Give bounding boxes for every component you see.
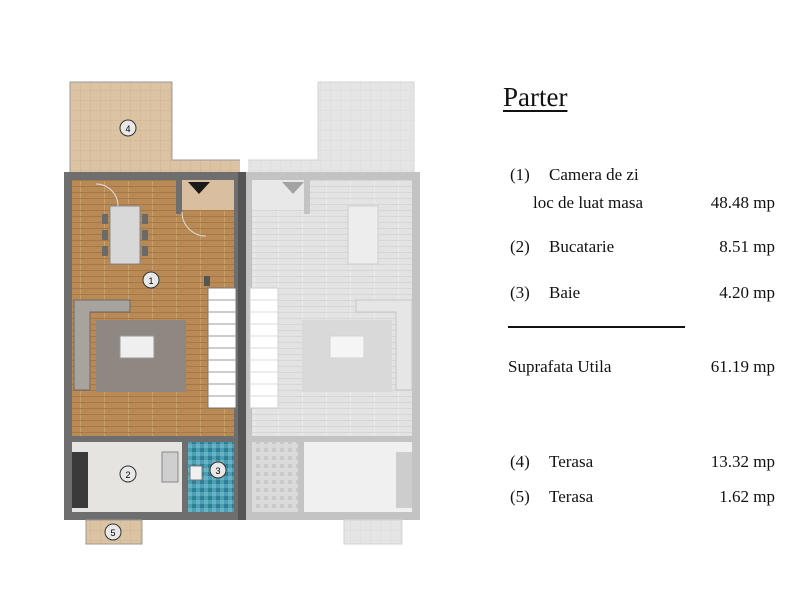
- left-unit: [64, 81, 242, 545]
- svg-text:1: 1: [148, 276, 153, 286]
- svg-text:2: 2: [125, 470, 130, 480]
- entrance-arrow: [188, 182, 210, 194]
- svg-text:3: 3: [215, 466, 220, 476]
- coffee-table: [119, 335, 155, 359]
- kitchen-counter: [72, 452, 88, 508]
- room-marker-1: 1: [142, 271, 160, 289]
- room-marker-2: 2: [119, 465, 137, 483]
- svg-text:4: 4: [125, 124, 130, 134]
- svg-text:5: 5: [110, 528, 115, 538]
- sofa: [73, 299, 131, 391]
- dining-table: [109, 205, 141, 265]
- room-marker-5: 5: [104, 523, 122, 541]
- room-marker-3: 3: [209, 461, 227, 479]
- right-unit: [244, 81, 420, 545]
- room-marker-4: 4: [119, 119, 137, 137]
